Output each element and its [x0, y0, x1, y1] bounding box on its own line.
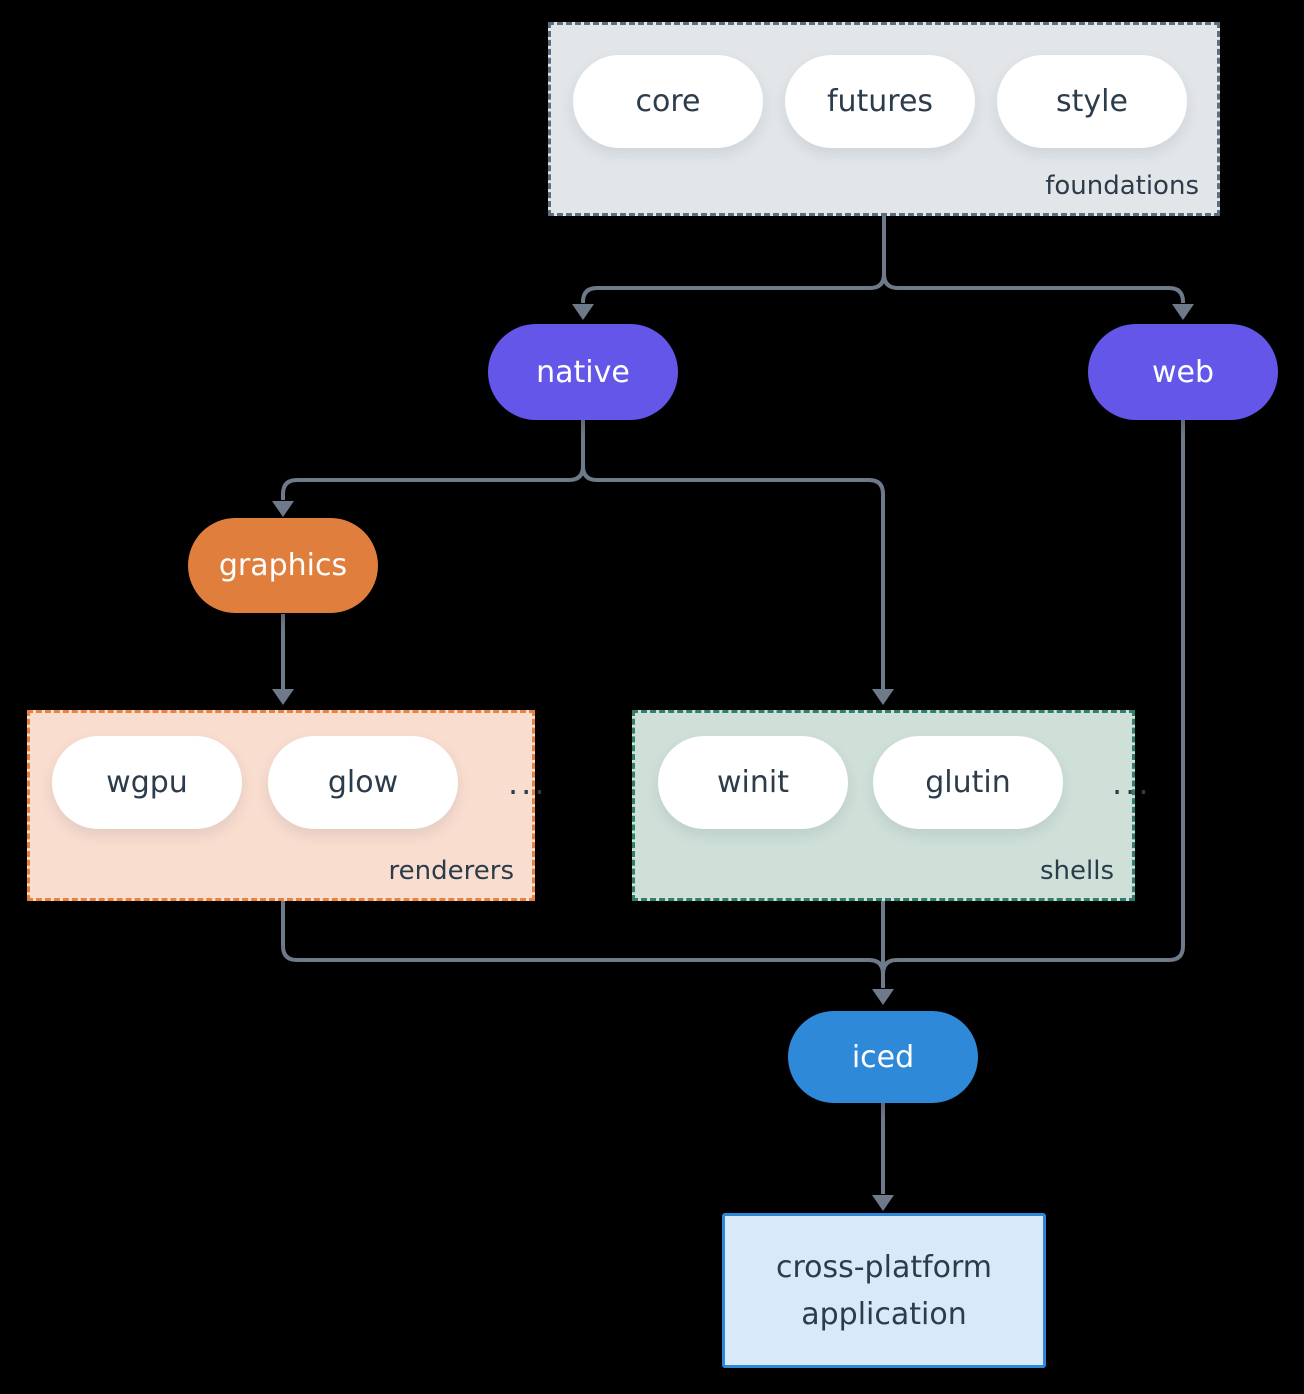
node-cross-platform-application: cross-platform application	[722, 1213, 1046, 1368]
arrowhead-web	[1172, 304, 1194, 320]
arrowhead-application	[872, 1195, 894, 1211]
node-core: core	[573, 55, 763, 148]
edge-renderers-iced	[281, 901, 885, 975]
application-label-line1: cross-platform	[775, 1249, 993, 1285]
application-label-line2: application	[801, 1296, 967, 1332]
node-graphics: graphics	[188, 518, 378, 613]
group-renderers: wgpu glow ... renderers	[27, 710, 545, 901]
node-glutin: glutin	[873, 736, 1063, 829]
edge-foundations-native	[581, 273, 886, 303]
node-style: style	[997, 55, 1187, 148]
renderers-ellipsis: ...	[508, 763, 548, 802]
foundations-label: foundations	[1045, 171, 1199, 201]
group-foundations: core futures style foundations	[548, 22, 1220, 216]
renderers-pill-row: wgpu glow ...	[52, 736, 548, 829]
shells-label: shells	[1039, 856, 1114, 886]
shells-pill-row: winit glutin ...	[658, 736, 1152, 829]
node-wgpu: wgpu	[52, 736, 242, 829]
node-winit: winit	[658, 736, 848, 829]
node-iced: iced	[788, 1011, 978, 1103]
foundations-pill-row: core futures style	[573, 55, 1187, 148]
edge-native-shells	[581, 465, 885, 689]
arrowhead-shells	[872, 689, 894, 705]
node-web: web	[1088, 324, 1278, 420]
group-shells: winit glutin ... shells	[632, 710, 1149, 901]
arrowhead-graphics	[272, 501, 294, 517]
renderers-label: renderers	[388, 856, 514, 886]
arrowhead-iced	[872, 989, 894, 1005]
node-native: native	[488, 324, 678, 420]
node-futures: futures	[785, 55, 975, 148]
shells-ellipsis: ...	[1112, 763, 1152, 802]
node-glow: glow	[268, 736, 458, 829]
arrowhead-renderers	[272, 689, 294, 705]
edge-foundations-web	[882, 273, 1185, 303]
arrowhead-native	[572, 304, 594, 320]
edge-native-graphics	[281, 465, 585, 500]
